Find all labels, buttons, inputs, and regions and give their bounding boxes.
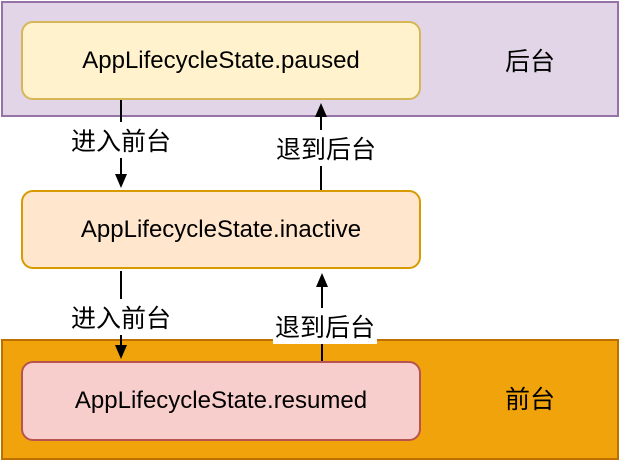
arrowhead-up-icon <box>315 103 327 117</box>
edge-label-exit-to-background-bottom: 退到后台 <box>272 308 378 344</box>
node-resumed-label: AppLifecycleState.resumed <box>74 387 368 414</box>
arrowhead-down-icon <box>115 174 127 188</box>
node-paused: AppLifecycleState.paused <box>21 21 421 100</box>
node-paused-label: AppLifecycleState.paused <box>82 46 360 74</box>
node-resumed: AppLifecycleState.resumed <box>21 361 421 441</box>
foreground-band-label: 前台 <box>504 386 556 414</box>
background-band-label: 后台 <box>504 48 556 76</box>
edge-label-exit-to-background-top: 退到后台 <box>273 130 379 166</box>
node-inactive: AppLifecycleState.inactive <box>21 190 421 269</box>
arrowhead-up-icon <box>316 273 328 287</box>
arrowhead-down-icon <box>115 345 127 359</box>
edge-label-enter-foreground-bottom: 进入前台 <box>68 299 174 335</box>
edge-label-enter-foreground-top: 进入前台 <box>68 122 174 158</box>
node-inactive-label: AppLifecycleState.inactive <box>80 215 362 243</box>
